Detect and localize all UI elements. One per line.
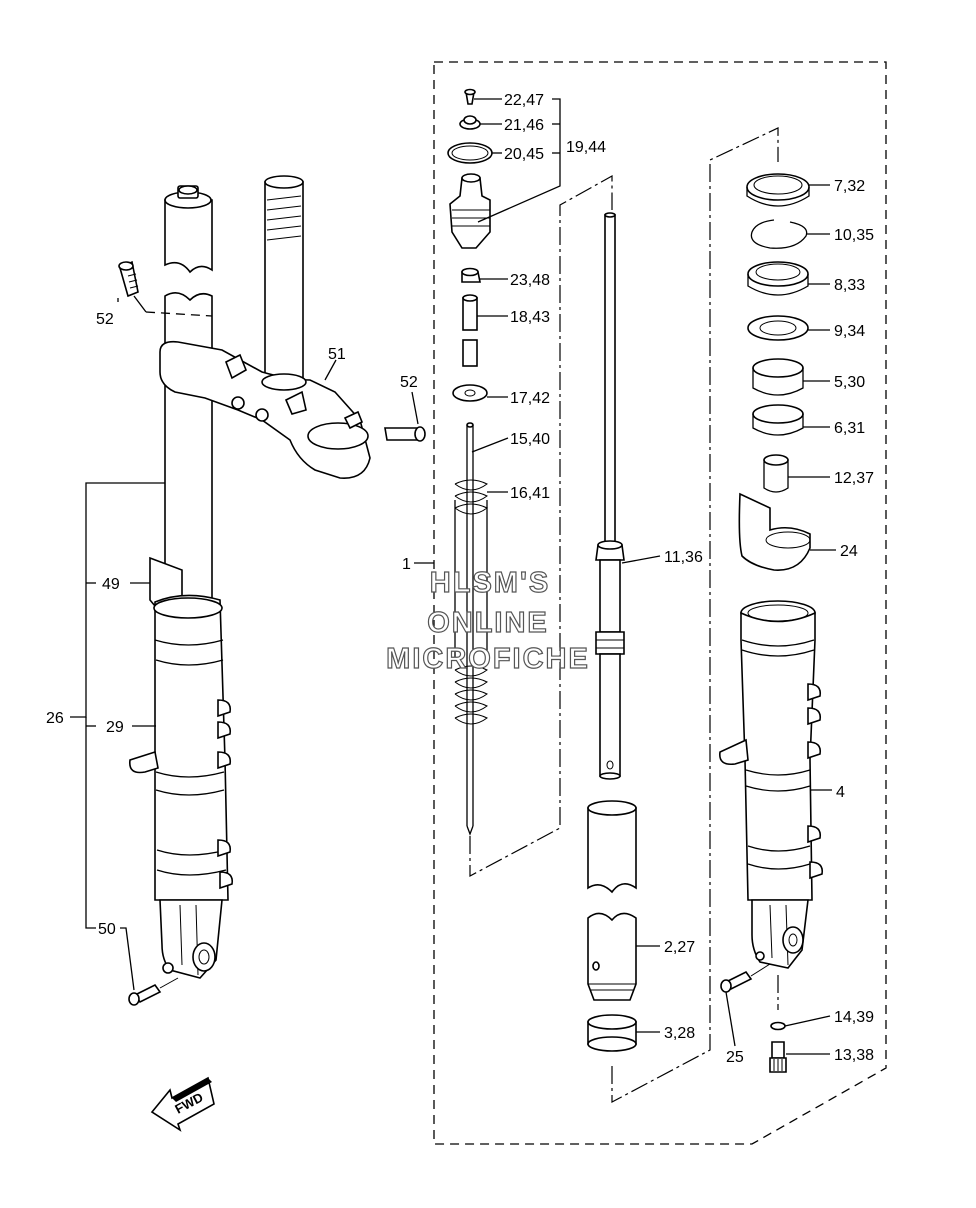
fwd-arrow-icon: FWD (150, 1076, 215, 1132)
label-18-43: 18,43 (510, 309, 550, 326)
watermark: HLSM'S ONLINE MICROFICHE (386, 566, 590, 675)
seal-parts (738, 173, 811, 571)
spring (454, 479, 488, 725)
kit-leaders (414, 98, 836, 1055)
label-7-32: 7,32 (834, 178, 865, 195)
tube-dashdot-box (611, 127, 779, 1103)
label-51: 51 (328, 346, 346, 363)
label-3-28: 3,28 (664, 1025, 695, 1042)
label-11-36: 11,36 (664, 549, 703, 566)
left-leaders (70, 295, 419, 991)
label-15-40: 15,40 (510, 431, 550, 448)
label-16-41: 16,41 (510, 485, 550, 502)
label-10-35: 10,35 (834, 227, 874, 244)
label-9-34: 9,34 (834, 323, 865, 340)
kit-dashed-boundary (433, 61, 887, 1145)
watermark-line-1: HLSM'S (430, 567, 550, 599)
label-52-side: 52 (400, 374, 418, 391)
outer-slider-4 (718, 600, 824, 1073)
watermark-line-3: MICROFICHE (386, 643, 590, 675)
label-17-42: 17,42 (510, 390, 550, 407)
label-29: 29 (106, 719, 124, 736)
label-49: 49 (102, 576, 120, 593)
label-4: 4 (836, 784, 845, 801)
label-22-47: 22,47 (504, 92, 544, 109)
damper-cartridge (447, 88, 493, 836)
left-fork-assembly (118, 175, 426, 1006)
label-23-48: 23,48 (510, 272, 550, 289)
label-50: 50 (98, 921, 116, 938)
label-8-33: 8,33 (834, 277, 865, 294)
label-26: 26 (46, 710, 64, 727)
label-12-37: 12,37 (834, 470, 874, 487)
label-14-39: 14,39 (834, 1009, 874, 1026)
label-21-46: 21,46 (504, 117, 544, 134)
label-13-38: 13,38 (834, 1047, 874, 1064)
label-2-27: 2,27 (664, 939, 695, 956)
label-5-30: 5,30 (834, 374, 865, 391)
label-24: 24 (840, 543, 858, 560)
cartridge-dashdot-box (469, 174, 613, 877)
inner-tube-assembly (587, 212, 637, 1052)
label-25: 25 (726, 1049, 744, 1066)
label-19-44: 19,44 (566, 139, 606, 156)
label-1: 1 (402, 556, 411, 573)
part-labels: 22,47 21,46 20,45 19,44 23,48 18,43 17,4… (46, 92, 874, 1066)
label-52-upper: 52 (96, 311, 114, 328)
label-20-45: 20,45 (504, 146, 544, 163)
label-6-31: 6,31 (834, 420, 865, 437)
watermark-line-2: ONLINE (427, 607, 549, 639)
